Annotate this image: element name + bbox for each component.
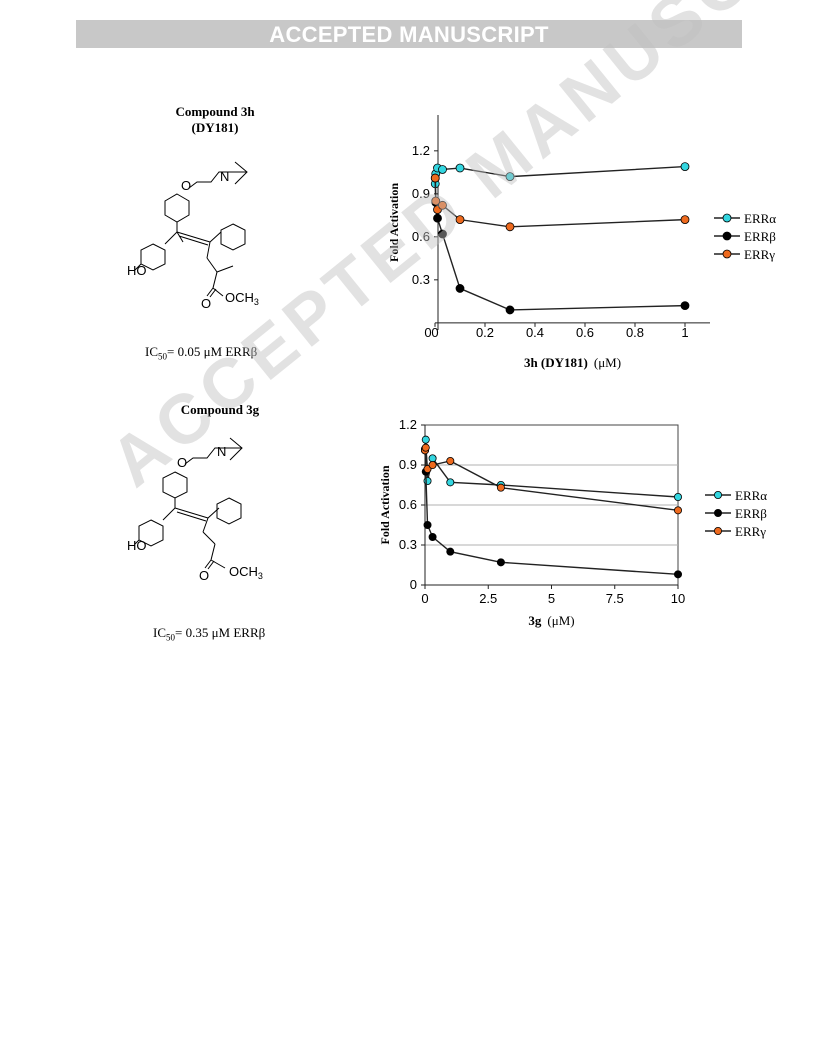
x-axis-label-bold: 3g [528, 613, 542, 628]
data-point-ERRa [423, 477, 432, 486]
series-line-ERRb [434, 178, 686, 311]
accepted-manuscript-banner: ACCEPTED MANUSCRIPT [76, 20, 742, 48]
x-tick-label: 0.2 [476, 325, 494, 340]
compound-3h-ic50: IC50= 0.05 μM ERRβ [145, 344, 258, 362]
y-tick-label: 0.9 [412, 186, 430, 201]
x-tick-label: 0.4 [526, 325, 544, 340]
data-point-ERRb [455, 284, 465, 293]
compound-3h-subtitle: (DY181) [191, 120, 239, 135]
x-axis-label: 3h (DY181) (μM) [524, 355, 621, 370]
y-axis-label: Fold Activation [378, 465, 392, 544]
legend-marker-ERRb [713, 509, 722, 518]
legend-label-ERRg: ERRγ [735, 524, 766, 539]
legend-marker-ERRa [722, 213, 732, 223]
x-tick-label: 0.6 [576, 325, 594, 340]
data-point-ERRg [496, 483, 505, 492]
data-point-ERRa [505, 172, 515, 182]
data-point-ERRa [438, 165, 447, 174]
x-axis-label-unit: (μM) [547, 613, 574, 628]
data-point-ERRb [673, 570, 682, 579]
x-tick-label: 7.5 [606, 591, 624, 606]
y-tick-label: 0.6 [412, 229, 430, 244]
y-axis-label: Fold Activation [387, 183, 401, 262]
compound-3h-title-block: Compound 3h (DY181) [140, 104, 290, 136]
x-tick-label: 2.5 [479, 591, 497, 606]
legend-label-ERRb: ERRβ [735, 506, 767, 521]
data-point-ERRb [433, 213, 442, 223]
data-point-ERRg [431, 196, 441, 206]
legend-marker-ERRg [713, 527, 722, 536]
compound-3g-structure: N O HO O OCH3 [127, 437, 263, 583]
legend-label-ERRb: ERRβ [744, 229, 776, 244]
x-tick-label: 0.8 [626, 325, 644, 340]
legend-label-ERRa: ERRα [744, 211, 776, 226]
data-point-ERRg [673, 506, 682, 515]
origin-label: 0 [424, 325, 431, 340]
x-axis-label-unit: (μM) [594, 355, 621, 370]
series-line-ERRg [434, 178, 686, 228]
series-line-ERRa [434, 165, 686, 184]
legend-label-ERRg: ERRγ [744, 247, 775, 262]
data-point-ERRb [446, 547, 455, 556]
x-axis-label: 3g (μM) [528, 613, 574, 628]
data-point-ERRg [446, 457, 455, 466]
data-point-ERRb [438, 229, 447, 239]
x-tick-label: 0 [431, 325, 438, 340]
methoxy-label: OCH3 [225, 290, 259, 307]
data-point-ERRa [680, 162, 690, 171]
x-tick-label: 10 [671, 591, 685, 606]
data-point-ERRa [673, 493, 682, 502]
ether-o-label: O [181, 178, 191, 193]
x-axis-label-bold: 3h (DY181) [524, 355, 588, 370]
compound-3g-title-block: Compound 3g [150, 402, 290, 418]
y-tick-label: 1.2 [412, 143, 430, 158]
compound-3h-title: Compound 3h [175, 104, 255, 119]
hydroxyl-label: HO [127, 263, 147, 278]
data-point-ERRg [428, 461, 437, 470]
y-tick-label: 0.6 [399, 497, 417, 512]
y-tick-label: 0.3 [399, 537, 417, 552]
n-atom-label: N [217, 444, 226, 459]
legend-marker-ERRb [722, 231, 732, 241]
legend-marker-ERRa [713, 491, 722, 500]
methoxy-label: OCH3 [229, 564, 263, 581]
data-point-ERRg [421, 443, 430, 452]
legend-marker-ERRg [722, 249, 732, 259]
compound-3g-title: Compound 3g [180, 402, 260, 417]
carbonyl-o-label: O [201, 296, 211, 311]
series-line-ERRg [424, 447, 679, 512]
series-line-ERRb [424, 450, 679, 576]
carbonyl-o-label: O [199, 568, 209, 583]
data-point-ERRb [505, 305, 515, 315]
x-tick-label: 5 [548, 591, 555, 606]
data-point-ERRa [455, 163, 465, 173]
data-point-ERRa [446, 478, 455, 487]
x-tick-label: 1 [681, 325, 688, 340]
chart-3h-fold-activation: 0 0.2 0.4 0.6 0.8 1 0.3 0.6 0.9 1.2 0 Fold Activati… [387, 115, 776, 370]
n-atom-label: N [220, 169, 229, 184]
data-point-ERRg [505, 222, 515, 232]
data-point-ERRg [455, 215, 465, 225]
compound-3h-structure: N O HO O OCH3 [127, 161, 259, 311]
compound-3g-ic50: IC50= 0.35 μM ERRβ [153, 625, 266, 643]
data-point-ERRg [430, 173, 440, 183]
ether-o-label: O [177, 455, 187, 470]
legend-label-ERRa: ERRα [735, 488, 767, 503]
y-tick-label: 0.9 [399, 457, 417, 472]
y-tick-label: 1.2 [399, 417, 417, 432]
x-tick-label: 0 [421, 591, 428, 606]
data-point-ERRa [428, 454, 437, 463]
y-tick-label: 0 [410, 577, 417, 592]
hydroxyl-label: HO [127, 538, 147, 553]
y-tick-label: 0.3 [412, 272, 430, 287]
data-point-ERRg [438, 200, 447, 210]
data-point-ERRg [680, 215, 690, 225]
data-point-ERRb [428, 533, 437, 542]
data-point-ERRa [421, 435, 430, 444]
data-point-ERRb [680, 301, 690, 311]
data-point-ERRb [496, 558, 505, 567]
data-point-ERRb [423, 521, 432, 530]
